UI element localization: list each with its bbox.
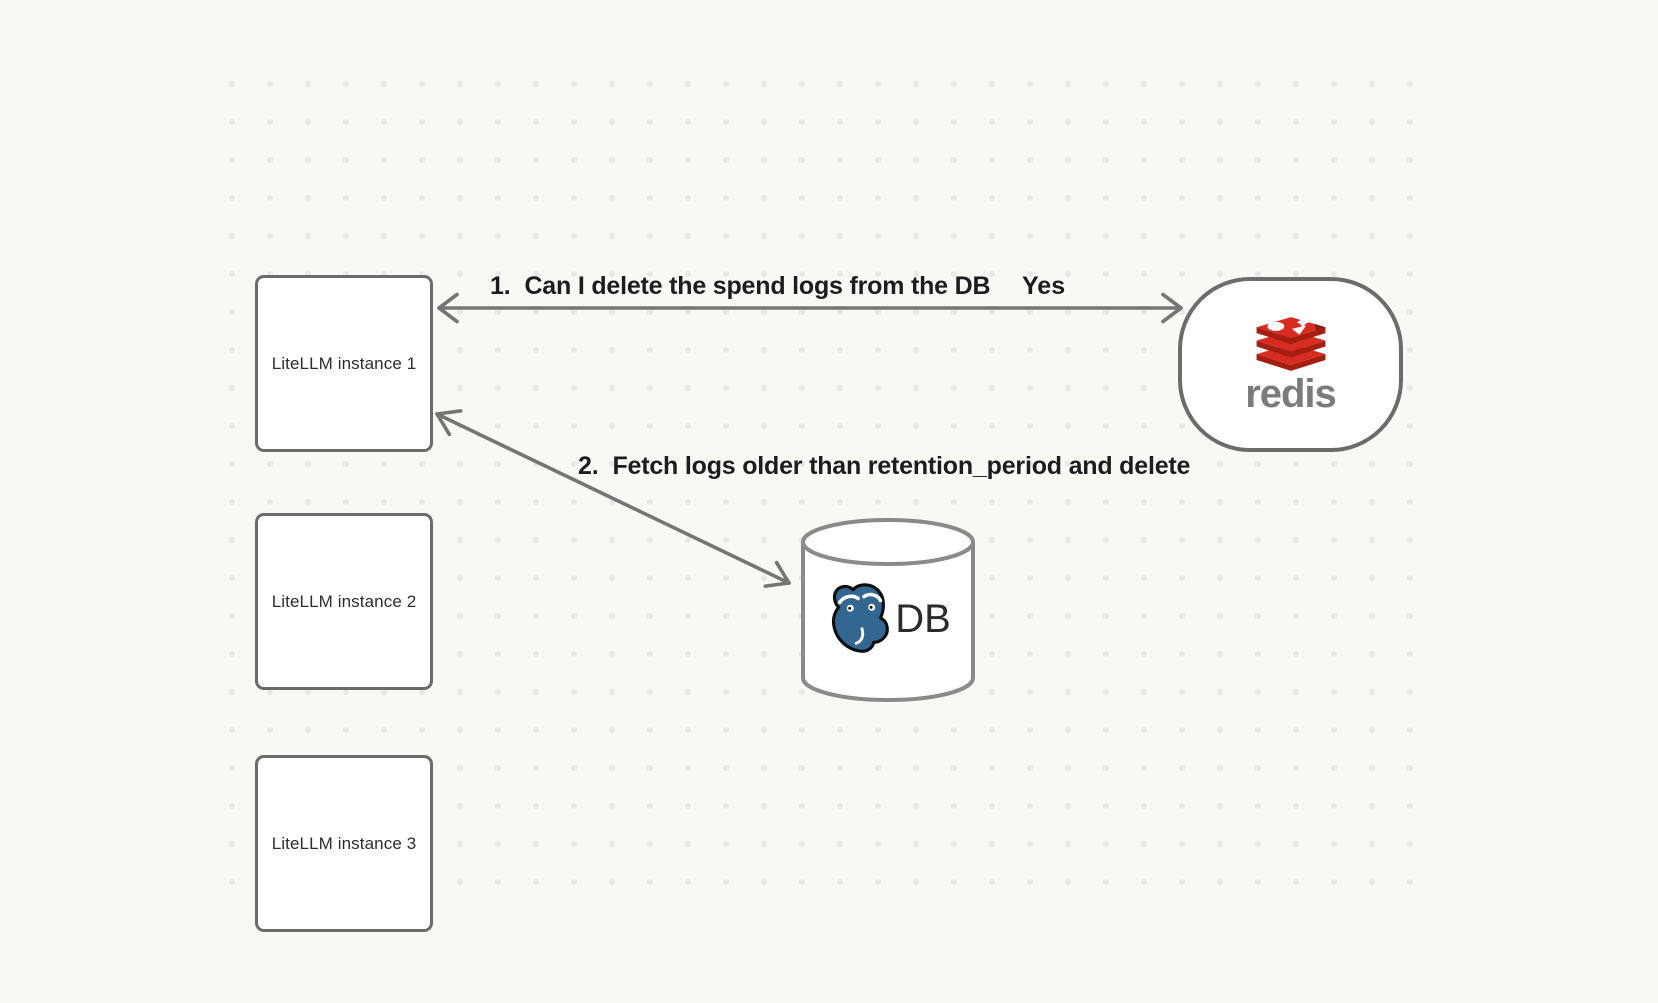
db-cylinder-node[interactable] — [799, 516, 977, 708]
redis-wordmark: redis — [1245, 371, 1337, 416]
edge-1-label: 1. Can I delete the spend logs from the … — [490, 272, 991, 301]
edge-2-arrow[interactable] — [435, 409, 791, 588]
litellm-instance-2-node[interactable]: LiteLLM instance 2 — [255, 513, 433, 690]
redis-stack-logo-icon — [1256, 315, 1325, 371]
edge-1-number: 1. — [490, 272, 511, 300]
litellm-instance-3-label: LiteLLM instance 3 — [271, 833, 417, 853]
edge-1-answer: Yes — [1022, 272, 1066, 300]
litellm-instance-3-node[interactable]: LiteLLM instance 3 — [255, 755, 433, 932]
litellm-instance-2-label: LiteLLM instance 2 — [271, 591, 417, 611]
edge-2-label: 2. Fetch logs older than retention_perio… — [578, 452, 1190, 481]
litellm-instance-1-node[interactable]: LiteLLM instance 1 — [255, 275, 433, 452]
edge-2-text: Fetch logs older than retention_period a… — [612, 452, 1191, 480]
edge-2-number: 2. — [578, 452, 599, 480]
postgresql-elephant-icon — [832, 583, 890, 653]
litellm-instance-1-label: LiteLLM instance 1 — [271, 353, 417, 373]
edge-1-text: Can I delete the spend logs from the DB — [524, 272, 991, 300]
edge-1-arrow[interactable] — [437, 292, 1183, 324]
redis-node[interactable]: redis — [1178, 277, 1403, 452]
db-node-content: DB — [806, 574, 970, 664]
db-label: DB — [895, 597, 951, 641]
